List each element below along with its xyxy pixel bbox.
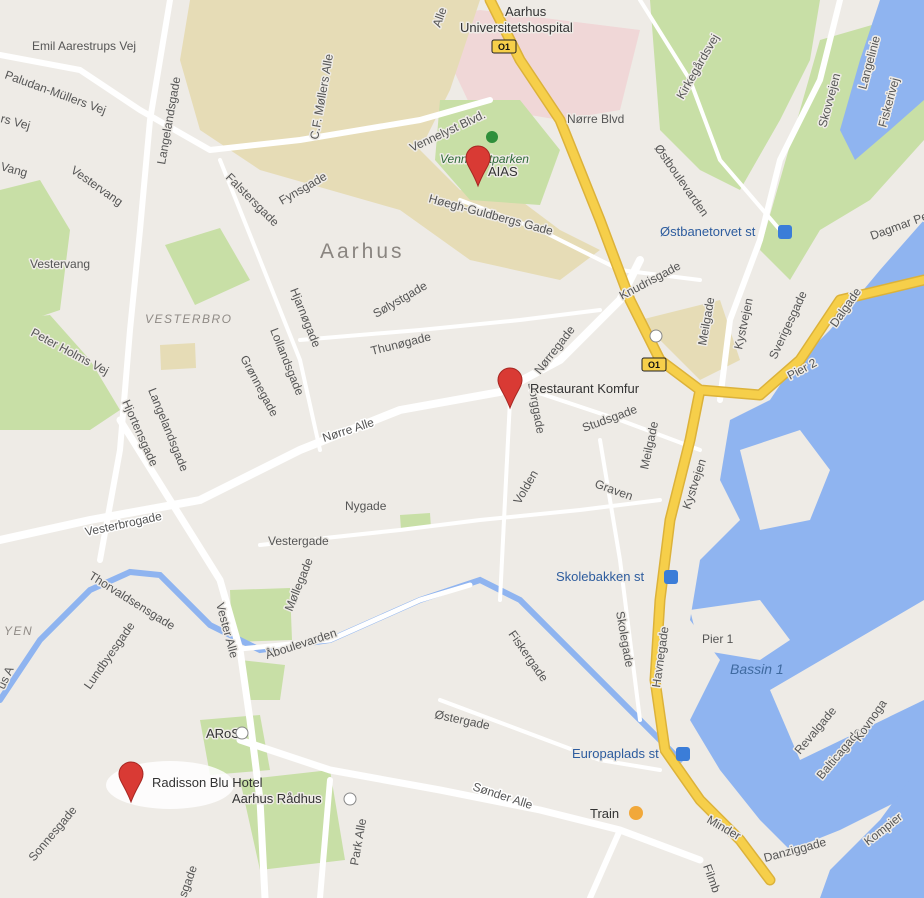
hospital-label[interactable]: Aarhus Universitetshospital <box>459 3 575 37</box>
street-nygade: Nygade <box>345 499 387 513</box>
bus-icon <box>676 747 690 761</box>
bus-icon <box>664 570 678 584</box>
museum-icon <box>649 329 663 343</box>
marker-restaurant-komfur[interactable]: Restaurant Komfur <box>497 367 641 410</box>
road-hoegh <box>458 198 702 282</box>
road-falstersgade <box>218 158 322 452</box>
hospital-line-2: Universitetshospital <box>460 20 573 35</box>
area-small <box>160 343 196 370</box>
park-aros <box>240 660 285 700</box>
street-vestergade: Vestergade <box>268 534 329 548</box>
route-badge-north: O1 <box>491 39 517 54</box>
bar-icon <box>629 806 643 820</box>
station-ostbanetorvet[interactable]: Østbanetorvet st <box>659 223 792 241</box>
road-paludan <box>0 52 493 153</box>
map-pin-icon <box>497 367 523 410</box>
train-label: Train <box>590 806 619 821</box>
station-skolebakken[interactable]: Skolebakken st <box>555 568 678 586</box>
poi-aros[interactable]: ARoS <box>205 725 249 743</box>
pier-1-label: Pier 1 <box>702 632 734 646</box>
district-vesterbro: VESTERBRO <box>145 312 233 326</box>
route-badge-north-box <box>491 39 517 54</box>
aros-label: ARoS <box>206 726 240 741</box>
road-south <box>587 827 623 898</box>
route-badge-north-text: O1 <box>498 42 510 52</box>
harbour-quay <box>740 430 830 530</box>
hospital-area <box>430 10 640 120</box>
park-radhus <box>240 770 345 870</box>
road-skolegade <box>598 438 642 722</box>
street-norre-blvd: Nørre Blvd <box>567 112 624 126</box>
street-emil: Emil Aarestrups Vej <box>32 39 136 53</box>
area-layer <box>0 0 924 870</box>
station-europaplads-label: Europaplads st <box>572 746 659 761</box>
road-thunogade <box>298 308 602 342</box>
vennelystparken-area <box>435 100 560 205</box>
district-yen: YEN <box>4 624 33 638</box>
station-europaplads[interactable]: Europaplads st <box>571 745 690 763</box>
route-badge-south-box <box>641 357 667 372</box>
road-park-alle <box>317 777 333 898</box>
park-west <box>0 180 70 330</box>
road-ostboulevarden <box>638 0 782 232</box>
museum-icon <box>235 726 249 740</box>
road-studsgade <box>528 388 702 452</box>
poi-museum[interactable] <box>649 329 663 343</box>
park-square <box>165 228 250 305</box>
park-northeast <box>650 0 820 190</box>
road-sonder-alle <box>236 736 704 864</box>
road-layer <box>0 0 843 898</box>
marker-aias-label: AIAS <box>488 164 518 179</box>
park-mollegade <box>230 588 292 642</box>
road-borggade <box>498 398 512 602</box>
poi-train[interactable]: Train <box>589 805 643 823</box>
radhus-label: Aarhus Rådhus <box>232 791 322 806</box>
map-pin-icon <box>118 761 144 804</box>
road-norre-alle <box>0 256 644 544</box>
road-vestergade <box>258 498 662 547</box>
marker-radisson-blu-label: Radisson Blu Hotel <box>152 775 263 790</box>
road-skovvejen <box>717 0 843 403</box>
route-badge-south-text: O1 <box>648 360 660 370</box>
road-aboulevarden <box>227 582 473 653</box>
park-icon <box>486 131 498 143</box>
road-ostergade <box>438 698 662 772</box>
marker-aias[interactable]: AIAS <box>465 145 519 188</box>
marker-radisson-blu[interactable]: Radisson Blu Hotel <box>106 761 263 809</box>
marker-restaurant-komfur-label: Restaurant Komfur <box>530 381 640 396</box>
university-campus <box>180 0 600 280</box>
water-northeast <box>840 0 924 160</box>
pier-1 <box>690 600 790 660</box>
hospital-line-1: Aarhus <box>505 4 547 19</box>
station-ostbanetorvet-label: Østbanetorvet st <box>660 224 756 239</box>
bus-icon <box>778 225 792 239</box>
street-vestervang-b: Vestervang <box>30 257 90 271</box>
route-badge-south: O1 <box>641 357 667 372</box>
area-museum <box>640 300 740 380</box>
map-pin-icon <box>465 145 491 188</box>
city-label: Aarhus <box>320 240 405 263</box>
road-langelandsgade-north <box>97 0 173 563</box>
town-hall-icon <box>343 792 357 806</box>
park-west-lower <box>0 315 120 430</box>
water-bassin-1: Bassin 1 <box>730 661 784 677</box>
station-skolebakken-label: Skolebakken st <box>556 569 645 584</box>
harbour-south-quay <box>770 600 924 760</box>
poi-radhus[interactable]: Aarhus Rådhus <box>231 790 357 808</box>
water-southeast <box>820 760 924 898</box>
